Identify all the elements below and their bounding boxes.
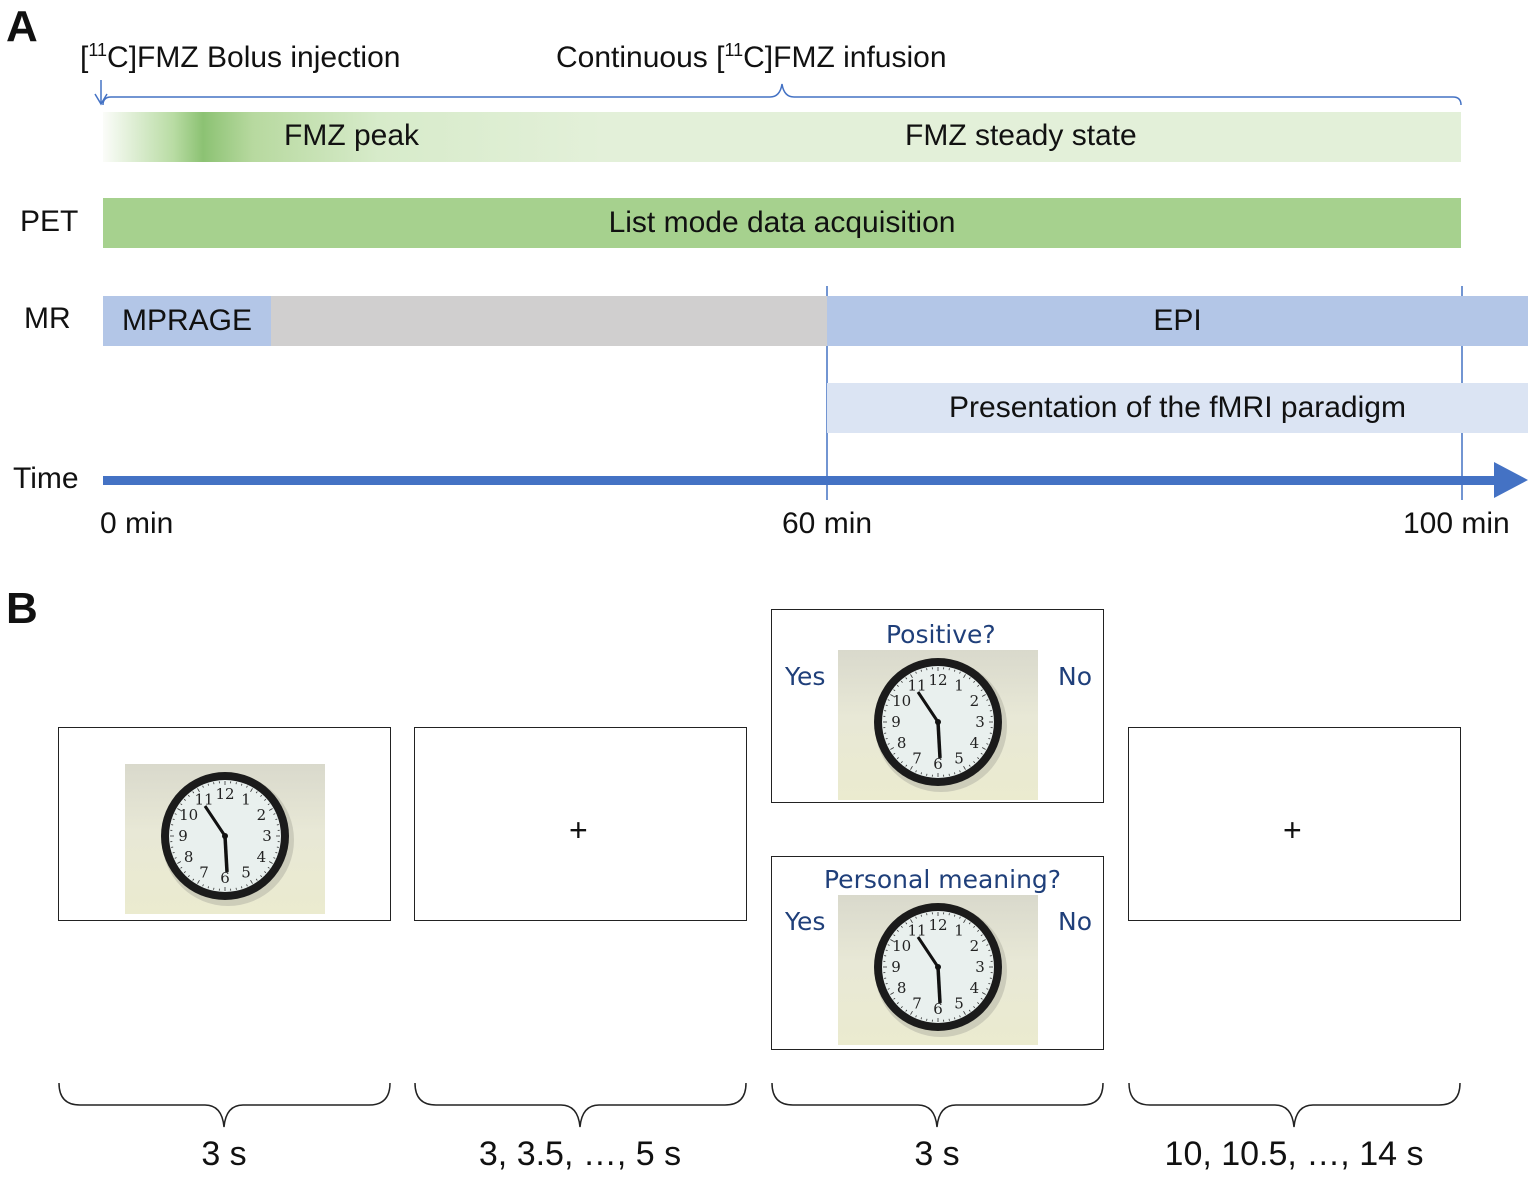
time-arrow-head <box>1494 462 1528 498</box>
svg-text:12: 12 <box>928 916 947 934</box>
duration-braces <box>58 1082 1461 1128</box>
pet-acquisition-bar: List mode data acquisition <box>103 198 1461 248</box>
svg-text:10: 10 <box>179 806 198 824</box>
screen-fixation-1: + <box>414 727 747 921</box>
tick-0-min: 0 min <box>100 507 174 540</box>
svg-text:3: 3 <box>975 713 985 731</box>
answer-yes: Yes <box>785 662 826 691</box>
svg-text:10: 10 <box>892 937 911 955</box>
svg-text:5: 5 <box>954 749 964 767</box>
fixation-cross: + <box>569 812 588 848</box>
svg-text:8: 8 <box>897 734 907 752</box>
svg-text:12: 12 <box>215 785 234 803</box>
paradigm-bar: Presentation of the fMRI paradigm <box>827 383 1528 433</box>
svg-text:4: 4 <box>970 979 980 997</box>
svg-text:11: 11 <box>194 791 213 809</box>
svg-text:3: 3 <box>975 958 985 976</box>
svg-text:2: 2 <box>970 692 980 710</box>
svg-text:7: 7 <box>912 749 922 767</box>
svg-text:1: 1 <box>241 791 251 809</box>
row-label-mr: MR <box>24 302 71 335</box>
answer-no: No <box>1058 662 1092 691</box>
fmz-steady-label: FMZ steady state <box>905 119 1137 152</box>
brace-1 <box>58 1082 391 1128</box>
svg-text:9: 9 <box>891 713 901 731</box>
fixation-cross: + <box>1283 812 1302 848</box>
svg-text:3: 3 <box>262 827 272 845</box>
svg-text:9: 9 <box>891 958 901 976</box>
svg-text:2: 2 <box>970 937 980 955</box>
svg-text:6: 6 <box>933 755 943 773</box>
question-personal-meaning: Personal meaning? <box>824 865 1062 894</box>
svg-text:6: 6 <box>220 869 230 887</box>
row-label-time: Time <box>13 462 79 495</box>
svg-text:9: 9 <box>178 827 188 845</box>
brace-3 <box>771 1082 1104 1128</box>
svg-text:5: 5 <box>241 863 251 881</box>
infusion-label: Continuous [11C]FMZ infusion <box>556 40 947 74</box>
panel-a-letter: A <box>6 2 38 51</box>
svg-text:8: 8 <box>897 979 907 997</box>
duration-stimulus: 3 s <box>201 1135 247 1173</box>
svg-text:7: 7 <box>912 994 922 1012</box>
duration-question: 3 s <box>914 1135 960 1173</box>
infusion-bracket <box>102 83 1462 106</box>
fmz-peak-segment <box>103 112 603 162</box>
time-axis <box>103 476 1498 485</box>
svg-text:8: 8 <box>184 848 194 866</box>
svg-text:10: 10 <box>892 692 911 710</box>
svg-text:2: 2 <box>257 806 267 824</box>
timeline-lines <box>94 80 1528 500</box>
svg-text:5: 5 <box>954 994 964 1012</box>
tick-100-min: 100 min <box>1403 507 1510 540</box>
duration-fixation-1: 3, 3.5, …, 5 s <box>478 1135 682 1173</box>
bolus-injection-label: [11C]FMZ Bolus injection <box>80 40 401 74</box>
tick-60-min: 60 min <box>782 507 873 540</box>
svg-text:1: 1 <box>954 677 964 695</box>
answer-no: No <box>1058 907 1092 936</box>
svg-text:7: 7 <box>199 863 209 881</box>
epi-bar: EPI <box>827 296 1528 346</box>
brace-4 <box>1128 1082 1461 1128</box>
svg-text:4: 4 <box>257 848 267 866</box>
mprage-bar: MPRAGE <box>103 296 271 346</box>
svg-text:11: 11 <box>907 922 926 940</box>
question-positive: Positive? <box>886 620 996 649</box>
answer-yes: Yes <box>785 907 826 936</box>
brace-2 <box>414 1082 747 1128</box>
svg-text:6: 6 <box>933 1000 943 1018</box>
screen-fixation-2: + <box>1128 727 1461 921</box>
svg-text:11: 11 <box>907 677 926 695</box>
row-label-pet: PET <box>20 205 79 238</box>
panel-b-letter: B <box>6 584 38 633</box>
fmz-peak-label: FMZ peak <box>284 119 420 152</box>
svg-text:12: 12 <box>928 671 947 689</box>
duration-fixation-2: 10, 10.5, …, 14 s <box>1164 1135 1424 1173</box>
svg-text:1: 1 <box>954 922 964 940</box>
svg-text:4: 4 <box>970 734 980 752</box>
